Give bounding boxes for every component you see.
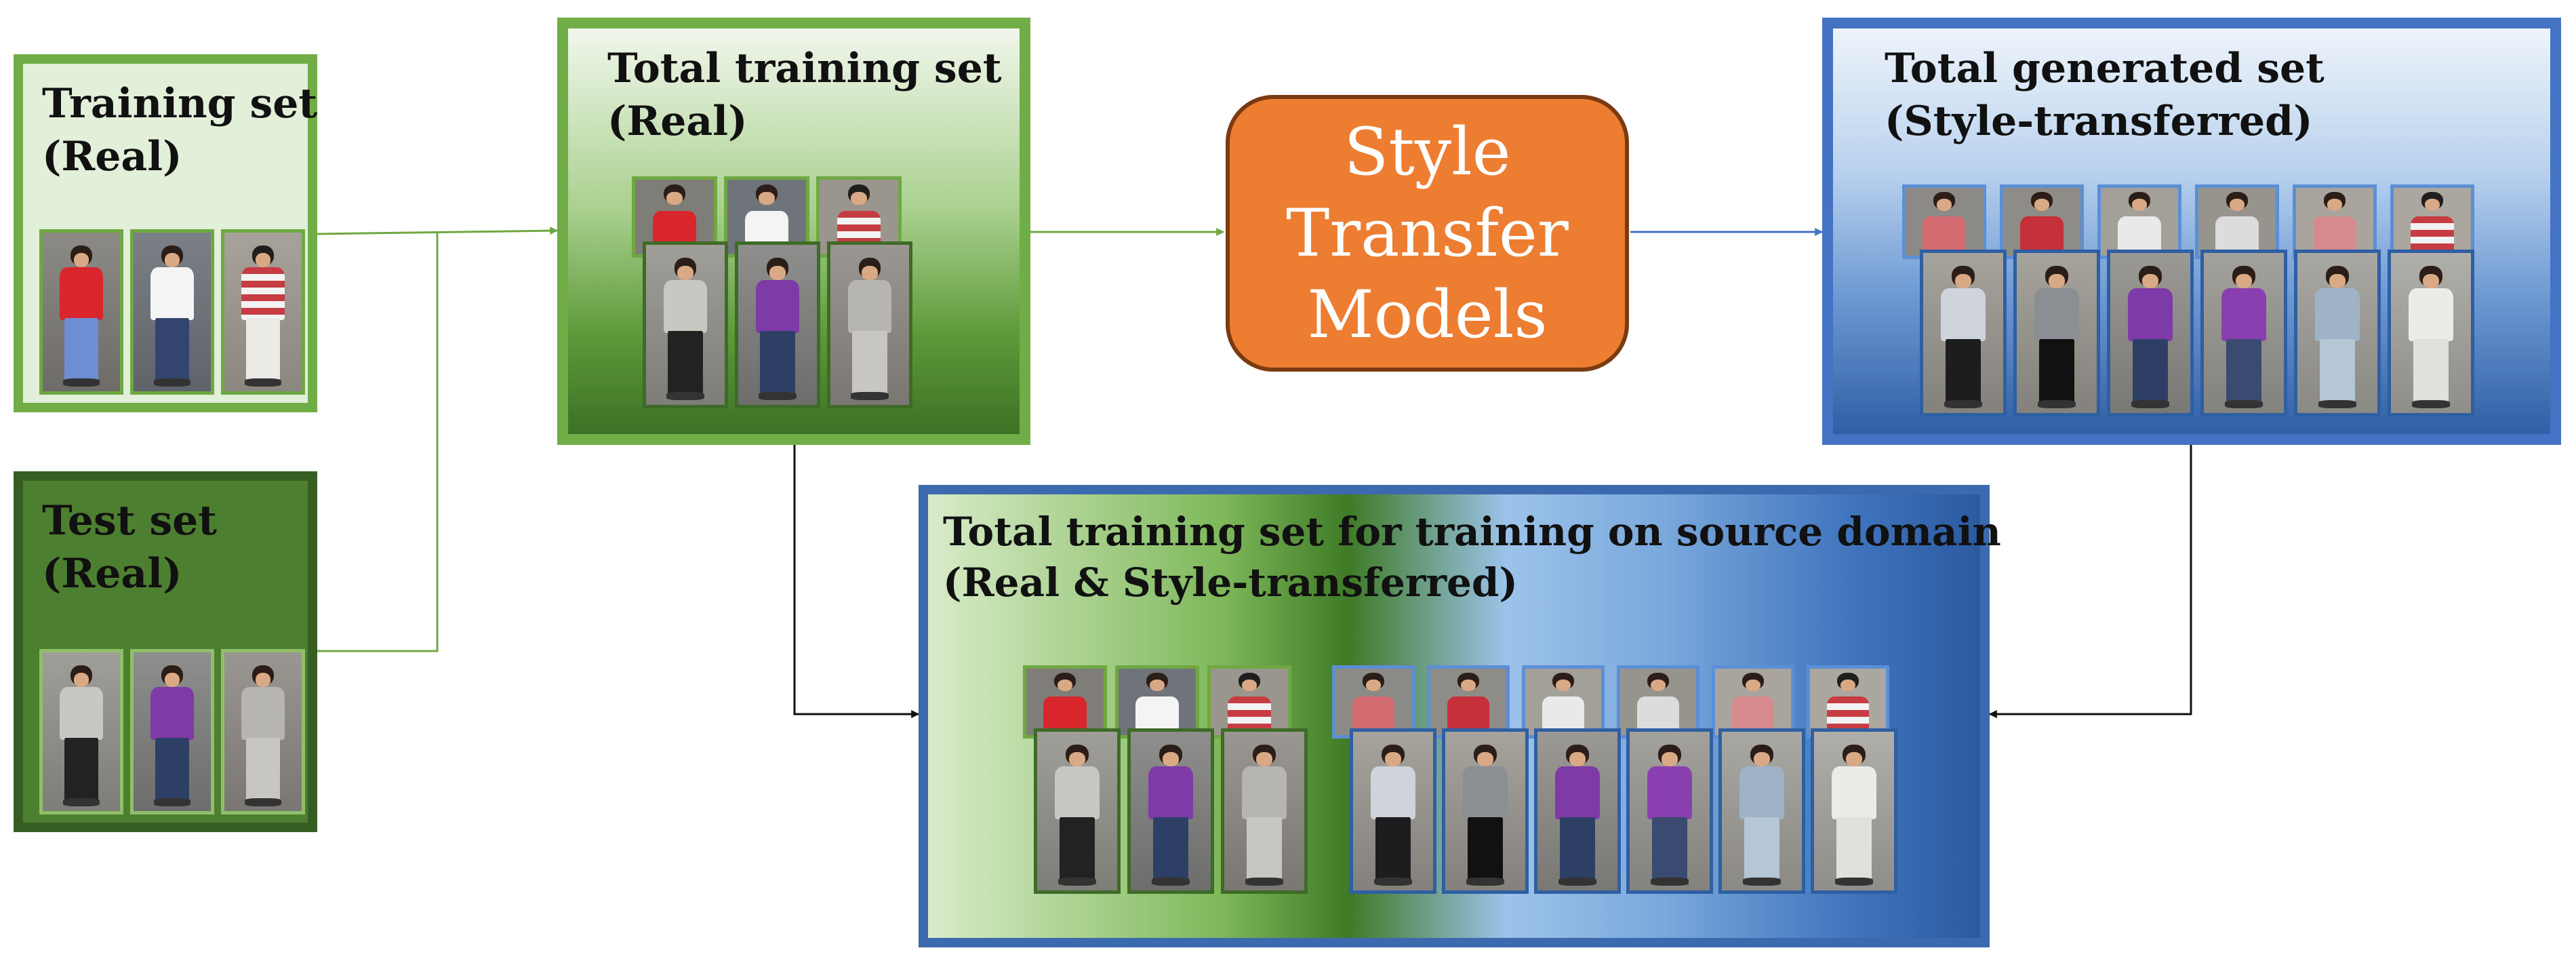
generated-back-image-2 <box>2000 184 2084 259</box>
combined-training-set-title: Total training set for training on sourc… <box>943 509 2001 606</box>
combined-generated-back-image-4 <box>1617 665 1699 739</box>
arrow-total-to-combined <box>793 441 920 718</box>
style-transfer-line-3: Models <box>1307 277 1548 353</box>
test-set-title: Test set (Real) <box>42 497 217 597</box>
combined-real-back-image-1 <box>1023 665 1107 739</box>
generated-back-image-3 <box>2097 184 2181 259</box>
generated-front-image-3 <box>2107 250 2194 416</box>
generated-back-image-4 <box>2195 184 2279 259</box>
total-training-front-image-1 <box>643 241 728 408</box>
combined-generated-back-image-1 <box>1332 665 1415 739</box>
style-transfer-line-1: Style <box>1344 114 1511 190</box>
generated-back-image-1 <box>1902 184 1986 259</box>
combined-generated-front-image-3 <box>1534 728 1621 894</box>
training-image-1 <box>39 229 123 395</box>
total-generated-set-box: Total generated set (Style-transferred) <box>1822 18 2561 445</box>
generated-front-image-4 <box>2200 250 2287 416</box>
combined-training-set-box: Total training set for training on sourc… <box>919 485 2001 947</box>
total-training-front-image-2 <box>735 241 820 408</box>
combined-real-front-image-3 <box>1221 728 1308 894</box>
combined-real-front-image-2 <box>1127 728 1214 894</box>
combined-generated-back-image-5 <box>1712 665 1794 739</box>
combined-generated-front-image-4 <box>1626 728 1713 894</box>
training-image-2 <box>130 229 214 395</box>
generated-front-image-2 <box>2013 250 2100 416</box>
test-image-2 <box>130 649 214 814</box>
combined-real-back-image-3 <box>1207 665 1291 739</box>
style-transfer-line-2: Transfer <box>1286 195 1569 271</box>
combined-real-front-image-1 <box>1034 728 1121 894</box>
generated-front-image-6 <box>2388 250 2474 416</box>
generated-front-image-5 <box>2294 250 2381 416</box>
training-set-box: Training set (Real) <box>14 54 317 412</box>
combined-generated-front-image-6 <box>1811 728 1897 894</box>
test-set-box: Test set (Real) <box>14 471 317 832</box>
training-image-3 <box>221 229 305 395</box>
training-set-title: Training set (Real) <box>42 80 318 180</box>
combined-real-back-image-2 <box>1115 665 1199 739</box>
combined-generated-back-image-3 <box>1522 665 1605 739</box>
style-transfer-models-box: Style Transfer Models <box>1226 95 1629 372</box>
test-image-1 <box>39 649 123 814</box>
combined-generated-front-image-2 <box>1442 728 1529 894</box>
combined-generated-back-image-6 <box>1807 665 1889 739</box>
total-generated-set-title: Total generated set (Style-transferred) <box>1885 45 2325 145</box>
total-training-set-title: Total training set (Real) <box>607 45 1002 145</box>
arrow-generated-to-combined <box>1988 444 2192 718</box>
total-training-set-box: Total training set (Real) <box>557 18 1030 445</box>
test-image-3 <box>221 649 305 814</box>
generated-back-image-5 <box>2293 184 2377 259</box>
generated-front-image-1 <box>1920 250 2007 416</box>
generated-back-image-6 <box>2390 184 2474 259</box>
combined-generated-back-image-2 <box>1427 665 1510 739</box>
arrow-test-to-total <box>317 232 439 652</box>
total-training-front-image-3 <box>827 241 912 408</box>
combined-generated-front-image-1 <box>1350 728 1436 894</box>
combined-generated-front-image-5 <box>1718 728 1805 894</box>
